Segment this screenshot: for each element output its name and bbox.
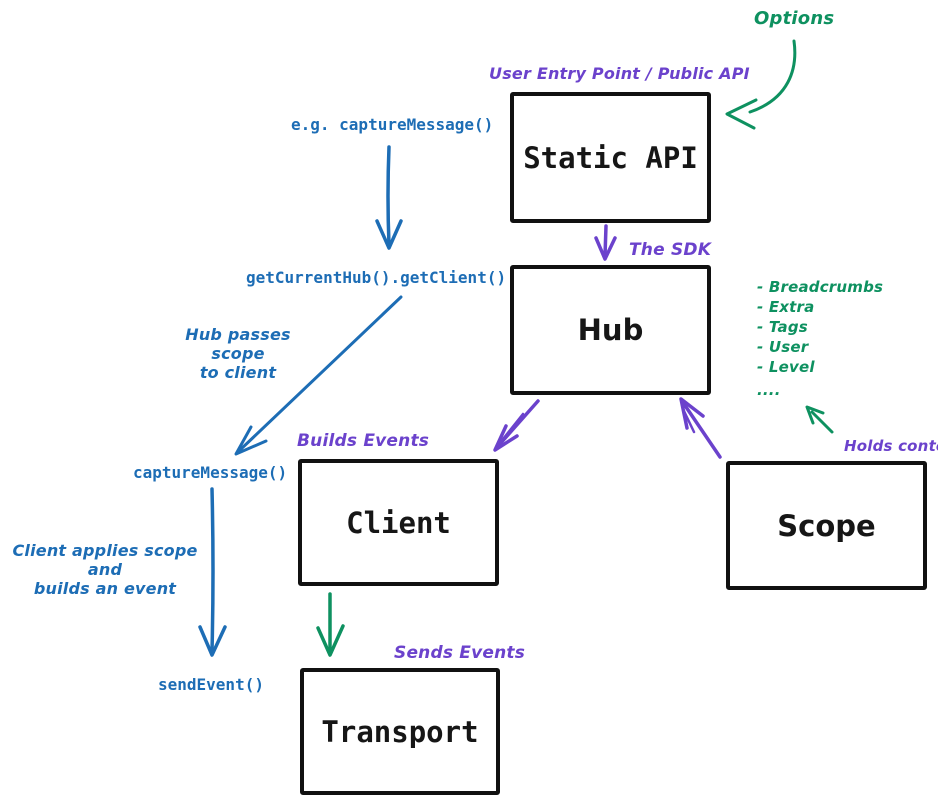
context-list-item: - Level [757, 358, 815, 376]
box-client-label: Client [346, 505, 451, 540]
context-list-item: .... [757, 381, 781, 399]
caption-the-sdk: The SDK [629, 240, 712, 260]
caption-builds-events: Builds Events [297, 431, 430, 451]
context-list: - Breadcrumbs - Extra - Tags - User - Le… [757, 277, 883, 400]
annotation-capture-message: captureMessage() [133, 463, 288, 482]
box-hub-label: Hub [577, 313, 644, 347]
context-list-item: - Tags [757, 318, 808, 336]
box-client: Client [298, 459, 499, 586]
box-transport-label: Transport [321, 714, 479, 749]
box-hub: Hub [510, 265, 711, 395]
context-list-item: - Breadcrumbs [757, 278, 884, 296]
arrow-egcapture-to-getcurrenthub [375, 145, 403, 250]
arrow-scope-to-hub [679, 397, 722, 459]
arrow-static-api-to-hub [594, 224, 617, 261]
caption-holds-context: Holds context [844, 437, 938, 455]
caption-sends-events: Sends Events [394, 643, 526, 663]
annotation-hub-passes-scope: Hub passes scope to client [185, 325, 291, 382]
box-static-api: Static API [510, 92, 711, 223]
annotation-get-current-hub: getCurrentHub().getClient() [246, 268, 507, 287]
annotation-options: Options [754, 8, 835, 29]
context-list-item: - User [757, 338, 809, 356]
arrow-hub-to-client [493, 399, 540, 452]
annotation-eg-capture-message: e.g. captureMessage() [291, 115, 494, 134]
annotation-client-applies-scope: Client applies scope and builds an event [12, 541, 198, 598]
arrow-options-to-static-api [725, 39, 797, 130]
annotation-send-event: sendEvent() [158, 675, 264, 694]
box-transport: Transport [300, 668, 500, 795]
caption-user-entry-point: User Entry Point / Public API [489, 64, 750, 83]
arrow-scope-to-context-list [805, 405, 834, 434]
box-scope-label: Scope [777, 508, 876, 543]
box-static-api-label: Static API [523, 140, 698, 175]
context-list-item: - Extra [757, 298, 815, 316]
arrow-client-to-transport [316, 592, 345, 657]
box-scope: Scope [726, 461, 927, 590]
